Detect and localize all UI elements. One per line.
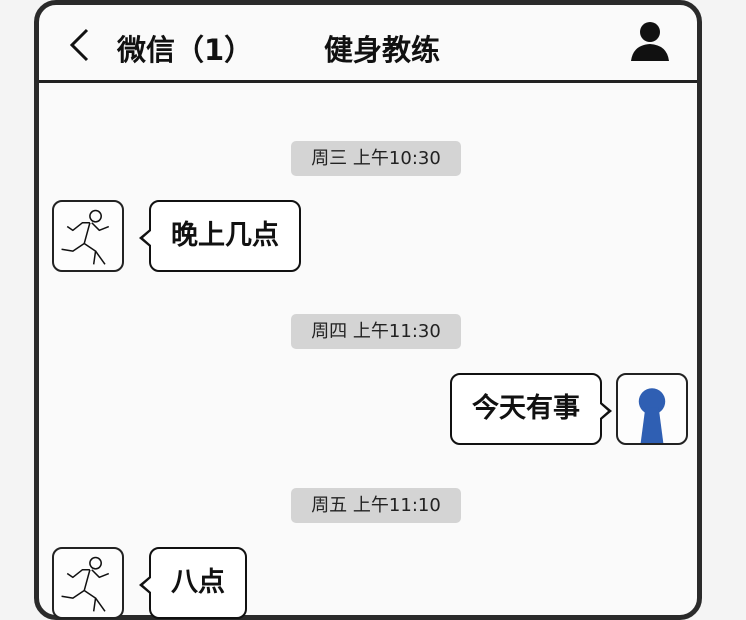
back-label[interactable]: 微信（1） xyxy=(117,33,254,67)
coach-avatar[interactable] xyxy=(52,200,124,272)
runner-icon xyxy=(61,556,110,612)
chevron-left-icon[interactable] xyxy=(67,27,93,63)
coach-avatar[interactable] xyxy=(52,547,124,619)
timestamp: 周四 上午11:30 xyxy=(291,314,461,349)
person-icon[interactable] xyxy=(629,19,671,63)
message-bubble-left: 晚上几点 xyxy=(139,200,301,272)
keyhole-icon xyxy=(638,388,666,443)
phone-frame: 微信（1） 健身教练 周三 上午10:30 晚上几点 周四 上午11:30 今天… xyxy=(34,0,702,620)
chat-header: 微信（1） 健身教练 xyxy=(39,5,697,83)
timestamp: 周五 上午11:10 xyxy=(291,488,461,523)
chat-title: 健身教练 xyxy=(324,33,441,67)
message-bubble-left: 八点 xyxy=(139,547,247,619)
message-bubble-right: 今天有事 xyxy=(450,373,612,445)
my-avatar[interactable] xyxy=(616,373,688,445)
runner-icon xyxy=(61,209,110,265)
timestamp: 周三 上午10:30 xyxy=(291,141,461,176)
